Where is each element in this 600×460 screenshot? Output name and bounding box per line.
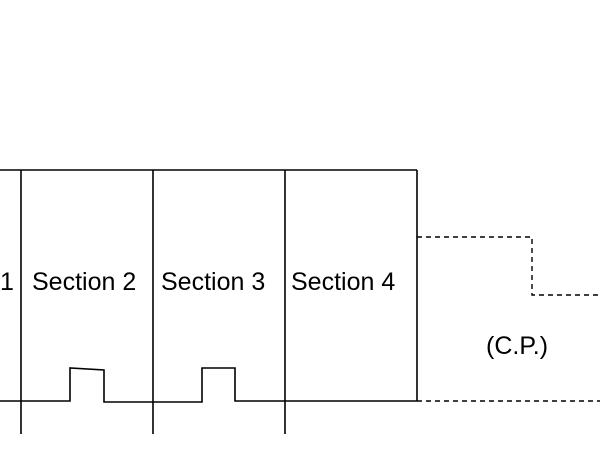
section-3-label: Section 3 — [161, 268, 265, 296]
section-1-partial-label: 1 — [0, 268, 14, 296]
section-2-label: Section 2 — [32, 268, 136, 296]
bottom-profile-line — [0, 367, 417, 403]
cp-dashed-outline-upper — [417, 236, 600, 296]
section-4-label: Section 4 — [291, 268, 395, 296]
cp-label: (C.P.) — [486, 332, 548, 360]
